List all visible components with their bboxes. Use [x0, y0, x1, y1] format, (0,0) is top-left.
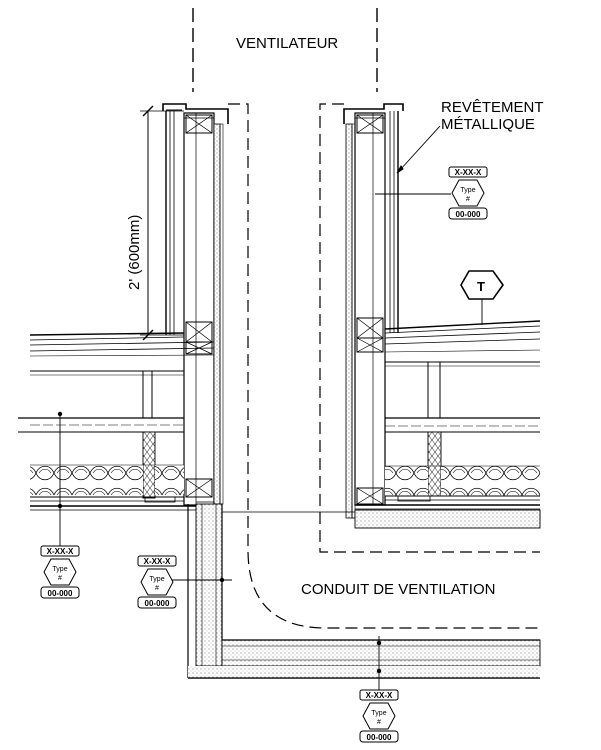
- type-tag-2: X-XX-X Type # 00-000: [40, 411, 80, 599]
- type-tag-3: X-XX-X Type # 00-000: [137, 555, 232, 609]
- type-tag-4-hash: #: [377, 719, 381, 726]
- type-tag-2-number: 00-000: [48, 589, 73, 598]
- dimension-text: 2' (600mm): [126, 215, 143, 290]
- cladding-label-line2: MÉTALLIQUE: [441, 116, 535, 133]
- right-roof-assembly: [355, 320, 541, 510]
- type-tag-2-ref: X-XX-X: [47, 547, 74, 556]
- duct-label: CONDUIT DE VENTILATION: [301, 581, 495, 598]
- t-tag: T: [460, 270, 504, 325]
- type-tag-1-type: Type: [460, 187, 475, 194]
- type-tag-4-type: Type: [371, 710, 386, 717]
- type-tag-3-number: 00-000: [145, 599, 170, 608]
- left-curb: [162, 103, 229, 506]
- type-tag-4: X-XX-X Type # 00-000: [359, 636, 399, 743]
- duct-elbow: [187, 501, 541, 679]
- type-tag-1-number: 00-000: [456, 210, 481, 219]
- t-tag-text: T: [477, 279, 485, 294]
- type-tag-1-ref: X-XX-X: [455, 168, 482, 177]
- type-tag-2-type: Type: [52, 566, 67, 573]
- cladding-leader: [396, 125, 441, 174]
- type-tag-3-ref: X-XX-X: [144, 557, 171, 566]
- fan-label: VENTILATEUR: [236, 35, 338, 52]
- type-tag-3-type: Type: [149, 576, 164, 583]
- type-tag-4-number: 00-000: [367, 733, 392, 742]
- left-roof-assembly: [18, 332, 215, 511]
- type-tag-3-hash: #: [155, 585, 159, 592]
- type-tag-2-hash: #: [58, 575, 62, 582]
- dimension-line: [140, 105, 184, 341]
- right-curb: [343, 103, 404, 519]
- type-tag-1: X-XX-X Type # 00-000: [375, 166, 488, 220]
- airflow-path: [228, 103, 540, 629]
- fan-outline: [192, 8, 378, 92]
- cladding-label-line1: REVÊTEMENT: [441, 99, 544, 116]
- type-tag-4-ref: X-XX-X: [366, 691, 393, 700]
- type-tag-1-hash: #: [466, 196, 470, 203]
